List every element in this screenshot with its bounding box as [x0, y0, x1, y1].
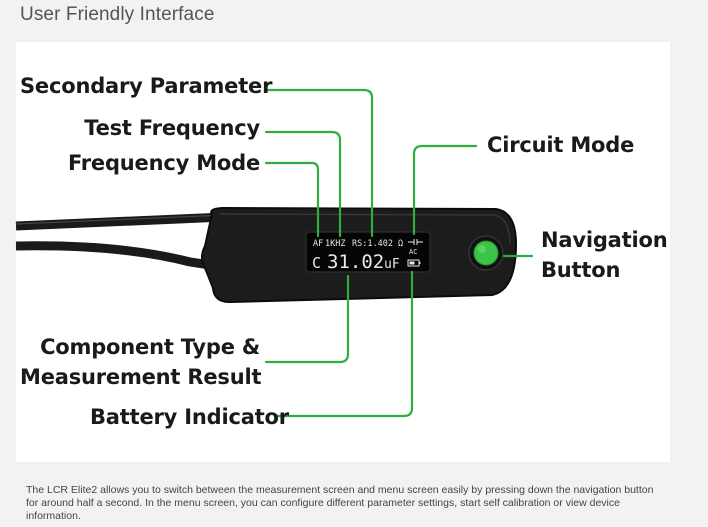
lcd-screen	[305, 231, 431, 273]
circuit-mode-icon	[408, 239, 423, 245]
callout-navigation-button-line1: Navigation	[541, 228, 668, 252]
lcd-frequency-mode: AF	[313, 239, 323, 249]
callout-circuit-mode: Circuit Mode	[487, 133, 635, 157]
lcd-component-type: C	[312, 254, 321, 272]
probe-cable-lower	[15, 241, 231, 273]
lcd-test-frequency: 1KHZ	[325, 239, 345, 249]
lcd-measurement-value: 31.02	[327, 251, 384, 273]
callout-component-type-line1: Component Type &	[40, 335, 260, 359]
lcd-secondary-parameter: RS:1.402 Ω	[352, 239, 403, 249]
leader-test-frequency	[264, 130, 342, 238]
section-heading: User Friendly Interface	[20, 4, 215, 25]
leader-battery-indicator	[274, 270, 414, 418]
lcd-measurement-unit: uF	[384, 257, 400, 272]
description-text: The LCR Elite2 allows you to switch betw…	[26, 484, 654, 522]
callout-navigation-button-line2: Button	[541, 258, 621, 282]
leader-component-type	[264, 274, 350, 364]
callout-battery-indicator: Battery Indicator	[90, 405, 289, 429]
leader-secondary-parameter	[264, 88, 374, 238]
callout-test-frequency: Test Frequency	[84, 116, 260, 140]
callout-secondary-parameter: Secondary Parameter	[20, 74, 273, 98]
lcd-circuit-mode: AC	[409, 248, 417, 256]
callout-component-type-line2: Measurement Result	[20, 365, 262, 389]
leader-frequency-mode	[264, 161, 320, 238]
probe-cable-upper	[15, 212, 226, 231]
callout-frequency-mode: Frequency Mode	[67, 151, 260, 175]
leader-circuit-mode	[412, 144, 478, 236]
navigation-button	[473, 240, 499, 266]
